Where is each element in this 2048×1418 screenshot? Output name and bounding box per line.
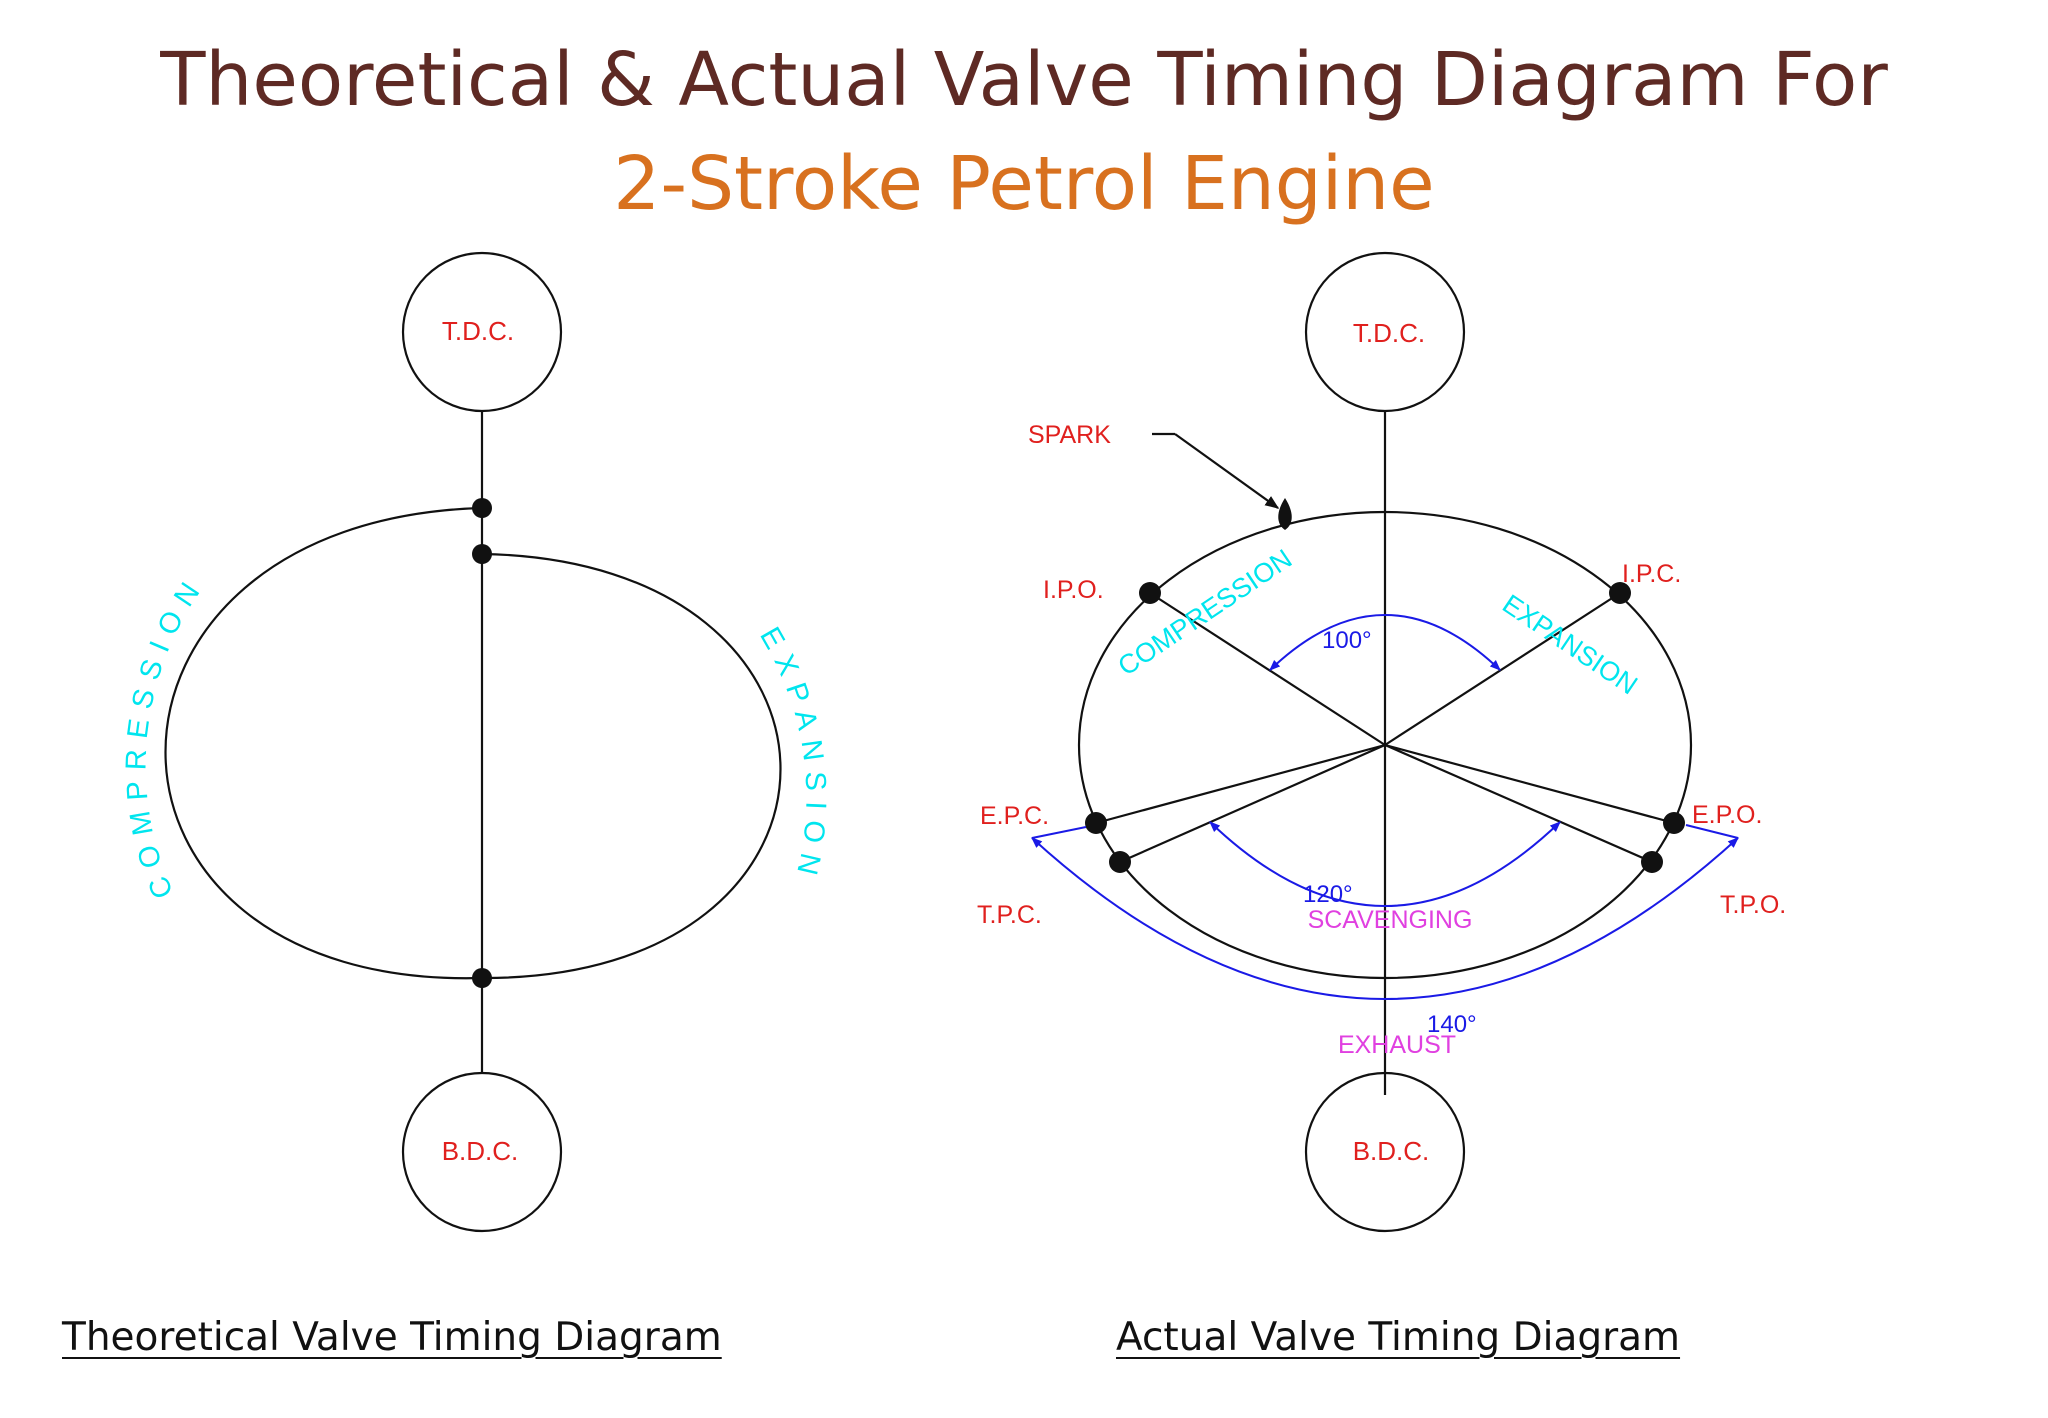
- actual-diagram: [1077, 251, 1693, 1233]
- ipc-marker: [1609, 582, 1631, 604]
- theoretical-marker-mid: [472, 544, 492, 564]
- exhaust-label: EXHAUST: [1338, 1031, 1456, 1059]
- tpo-label: T.P.O.: [1720, 891, 1786, 919]
- epc-marker: [1085, 812, 1107, 834]
- tpo-marker: [1641, 851, 1663, 873]
- angle-100-arc: [1269, 614, 1501, 671]
- actual-bdc-label: B.D.C.: [1353, 1136, 1430, 1166]
- angle-140-right-tick: [1685, 824, 1739, 839]
- actual-tpc-line: [1119, 743, 1386, 864]
- actual-ipo-line: [1149, 592, 1386, 746]
- actual-epo-line: [1384, 743, 1675, 825]
- page-title: Theoretical & Actual Valve Timing Diagra…: [0, 28, 2048, 236]
- actual-spark-arrow: [1174, 433, 1280, 509]
- theoretical-marker-top: [472, 498, 492, 518]
- theoretical-expansion-curve: [481, 552, 782, 980]
- tpc-label: T.P.C.: [977, 901, 1042, 929]
- angle-140-label: 140°: [1427, 1011, 1477, 1038]
- ipc-label: I.P.C.: [1622, 560, 1681, 588]
- epo-label: E.P.O.: [1692, 801, 1762, 829]
- ipo-label: I.P.O.: [1043, 576, 1104, 604]
- actual-epc-line: [1095, 743, 1386, 825]
- angle-120-arc: [1209, 821, 1561, 907]
- ipo-marker: [1139, 582, 1161, 604]
- actual-markers: [1085, 582, 1685, 873]
- actual-tdc-label: T.D.C.: [1353, 318, 1425, 348]
- angle-140-left-tick: [1031, 826, 1087, 839]
- actual-angle-arcs: [1031, 614, 1739, 1000]
- actual-tpo-line: [1384, 743, 1653, 864]
- spark-label: SPARK: [1028, 421, 1111, 449]
- actual-cycle-circle: [1077, 510, 1693, 980]
- tpc-marker: [1109, 851, 1131, 873]
- theoretical-markers: [472, 498, 492, 988]
- epc-label: E.P.C.: [980, 802, 1049, 830]
- epo-marker: [1663, 812, 1685, 834]
- scavenging-label: SCAVENGING: [1308, 906, 1473, 934]
- title-line-1: Theoretical & Actual Valve Timing Diagra…: [160, 37, 1888, 123]
- actual-compression-label: COMPRESSION: [1113, 543, 1298, 681]
- theoretical-caption: Theoretical Valve Timing Diagram: [62, 1315, 722, 1360]
- actual-expansion-label: EXPANSION: [1497, 589, 1643, 701]
- spark-icon: [1278, 498, 1292, 530]
- theoretical-compression-curve: [164, 506, 483, 980]
- angle-140-arc: [1031, 837, 1739, 1000]
- theoretical-diagram: [164, 251, 782, 1233]
- theoretical-bdc-label: B.D.C.: [442, 1136, 519, 1166]
- theoretical-tdc-label: T.D.C.: [442, 316, 514, 346]
- theoretical-marker-bottom: [472, 968, 492, 988]
- theoretical-expansion-label: EXPANSION: [753, 622, 831, 888]
- actual-caption: Actual Valve Timing Diagram: [1116, 1315, 1681, 1360]
- angle-120-label: 120°: [1303, 881, 1353, 908]
- angle-100-label: 100°: [1322, 627, 1372, 654]
- title-line-2: 2-Stroke Petrol Engine: [613, 141, 1435, 227]
- actual-ipc-line: [1384, 592, 1621, 746]
